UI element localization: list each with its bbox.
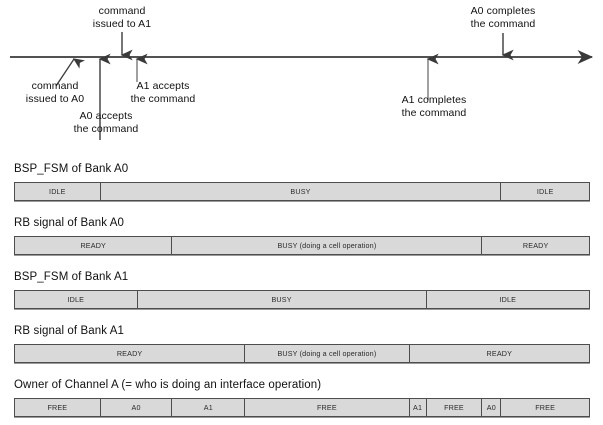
row-title-bsp-fsm-bank-a0: BSP_FSM of Bank A0 bbox=[14, 163, 129, 175]
row-title-rb-signal-bank-a0: RB signal of Bank A0 bbox=[14, 217, 125, 229]
segment: FREE bbox=[427, 399, 483, 416]
segment: A0 bbox=[101, 399, 173, 416]
timeline-axis-group bbox=[10, 32, 594, 140]
timeline-label-command-issued-to-a0: command issued to A0 bbox=[25, 80, 85, 105]
timeline-label-command-issued-to-a1: command issued to A1 bbox=[92, 5, 152, 30]
segment: BUSY (doing a cell operation) bbox=[172, 237, 483, 254]
segment: FREE bbox=[15, 399, 101, 416]
segment: READY bbox=[522, 241, 549, 250]
segment: A1 bbox=[172, 399, 246, 416]
segment: IDLE bbox=[15, 291, 138, 308]
segment: A0 bbox=[482, 399, 502, 416]
segment: READY bbox=[15, 237, 173, 254]
row-title-rb-signal-bank-a1: RB signal of Bank A1 bbox=[14, 325, 125, 337]
segment: READY bbox=[486, 349, 513, 358]
timeline-label-a1-completes-the-command: A1 completes the command bbox=[401, 94, 467, 119]
segment: BUSY (doing a cell operation) bbox=[245, 345, 410, 362]
timeline-label-a1-accepts-the-command: A1 accepts the command bbox=[130, 80, 196, 105]
segment: READY bbox=[15, 345, 246, 362]
marker-line-command-issued-to-a0 bbox=[55, 58, 85, 87]
signal-bar-rb-signal-bank-a1: READY BUSY (doing a cell operation) READ… bbox=[14, 344, 590, 363]
row-title-bsp-fsm-bank-a1: BSP_FSM of Bank A1 bbox=[14, 271, 129, 283]
segment: A1 bbox=[410, 399, 427, 416]
segment: FREE bbox=[245, 399, 410, 416]
segment: IDLE bbox=[15, 183, 101, 200]
segment: IDLE bbox=[536, 187, 554, 196]
segment: BUSY bbox=[101, 183, 502, 200]
signal-bar-bsp-fsm-bank-a1: IDLE BUSY IDLE bbox=[14, 290, 590, 309]
timeline-label-a0-completes-the-command: A0 completes the command bbox=[470, 5, 536, 30]
row-title-owner-of-channel-a: Owner of Channel A (= who is doing an in… bbox=[14, 379, 322, 391]
segment: IDLE bbox=[499, 295, 517, 304]
signal-bar-owner-of-channel-a: FREE A0 A1 FREE A1 FREE A0 FREE bbox=[14, 398, 590, 417]
segment: FREE bbox=[535, 403, 556, 412]
signal-bar-bsp-fsm-bank-a0: IDLE BUSY IDLE bbox=[14, 182, 590, 201]
segment: BUSY bbox=[138, 291, 427, 308]
signal-bar-rb-signal-bank-a0: READY BUSY (doing a cell operation) READ… bbox=[14, 236, 590, 255]
timeline-label-a0-accepts-the-command: A0 accepts the command bbox=[73, 110, 139, 135]
